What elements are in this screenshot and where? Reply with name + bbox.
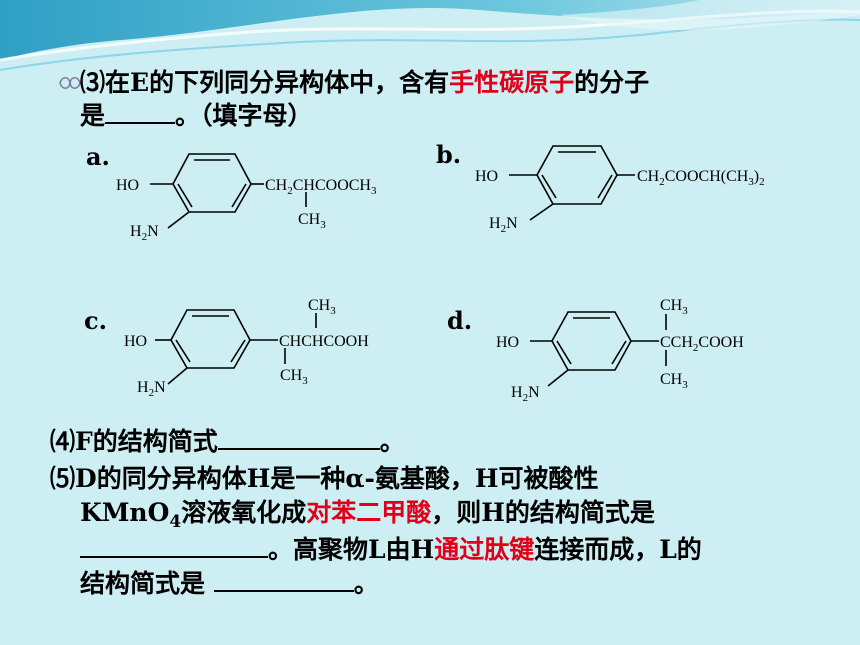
option-d-label: d. <box>447 306 473 335</box>
q5-line3: 。高聚物L由H通过肽键连接而成，L的 <box>80 532 702 565</box>
header-wave-decoration <box>0 0 860 71</box>
d-ho: HO <box>496 334 519 351</box>
d-top-methyl: CH3 <box>660 297 688 317</box>
option-b-label: b. <box>436 140 462 169</box>
q5-line4-end: 。 <box>353 569 379 598</box>
a-nh2: H2N <box>130 223 159 243</box>
q5-kmno-text: KMnO <box>80 498 170 527</box>
q4-text: F的结构简式 <box>75 427 218 456</box>
q3-line2-pre: 是 <box>80 101 106 130</box>
b-nh2: H2N <box>489 215 518 235</box>
q5-line2-post: ，则H的结构简式是 <box>431 498 655 527</box>
q3-answer-blank[interactable] <box>105 98 176 124</box>
q5-answer-blank-h[interactable] <box>80 532 268 558</box>
structure-b <box>509 145 635 221</box>
structure-d <box>530 311 667 387</box>
b-ho: HO <box>475 168 498 185</box>
q3-line2-post: 。（填字母） <box>175 101 313 130</box>
q5-line1-text: D的同分异构体H是一种α-氨基酸，H可被酸性 <box>75 464 599 493</box>
q5-line2-mid: 溶液氧化成 <box>181 498 307 527</box>
q5-number: ⑸ <box>50 464 76 493</box>
q4-end: 。 <box>379 427 405 456</box>
q5-answer-blank-l[interactable] <box>213 566 354 592</box>
q5-line4: 结构简式是 。 <box>80 566 379 599</box>
q4-line: ⑷F的结构简式 。 <box>50 424 405 457</box>
d-nh2: H2N <box>511 384 540 404</box>
q5-line3-mid: 。高聚物L由H <box>268 535 435 564</box>
c-top-methyl: CH3 <box>308 297 336 317</box>
a-ho: HO <box>116 177 139 194</box>
structure-a <box>150 153 307 229</box>
c-side-chain: CHCHCOOH <box>279 333 369 350</box>
q3-text-post: 的分子 <box>574 68 650 97</box>
q3-line2: 是 。（填字母） <box>80 98 313 131</box>
q5-line2: KMnO4溶液氧化成对苯二甲酸，则H的结构简式是 <box>80 498 655 532</box>
q5-kmno-subscript: 4 <box>169 512 182 532</box>
q5-highlight-peptide-bond: 通过肽键 <box>434 535 535 564</box>
d-bottom-methyl: CH3 <box>660 371 688 391</box>
q5-highlight-terephthalic: 对苯二甲酸 <box>306 498 432 527</box>
q4-answer-blank[interactable] <box>217 424 380 450</box>
c-ho: HO <box>124 333 147 350</box>
a-methyl-branch: CH3 <box>298 211 326 231</box>
q3-highlight-chiral-carbon: 手性碳原子 <box>449 68 575 97</box>
d-side-chain: CCH2COOH <box>660 334 744 354</box>
q3-text-pre: 在E的下列同分异构体中，含有 <box>105 68 450 97</box>
structure-c <box>155 309 317 385</box>
q5-line4-text: 结构简式是 <box>80 569 214 598</box>
c-bottom-methyl: CH3 <box>280 367 308 387</box>
option-c-label: c. <box>84 306 107 335</box>
q5-line1: ⑸D的同分异构体H是一种α-氨基酸，H可被酸性 <box>50 464 599 494</box>
q5-line3-post: 连接而成，L的 <box>534 535 702 564</box>
bullet-loop-icon <box>59 76 81 90</box>
q4-number: ⑷ <box>50 427 76 456</box>
a-side-chain: CH2CHCOOCH3 <box>265 177 377 197</box>
c-nh2: H2N <box>137 379 166 399</box>
option-a-label: a. <box>86 142 110 171</box>
b-side-chain: CH2COOCH(CH3)2 <box>637 168 765 188</box>
q3-line1: ⑶在E的下列同分异构体中，含有手性碳原子的分子 <box>80 68 649 98</box>
q3-number: ⑶ <box>80 68 106 97</box>
